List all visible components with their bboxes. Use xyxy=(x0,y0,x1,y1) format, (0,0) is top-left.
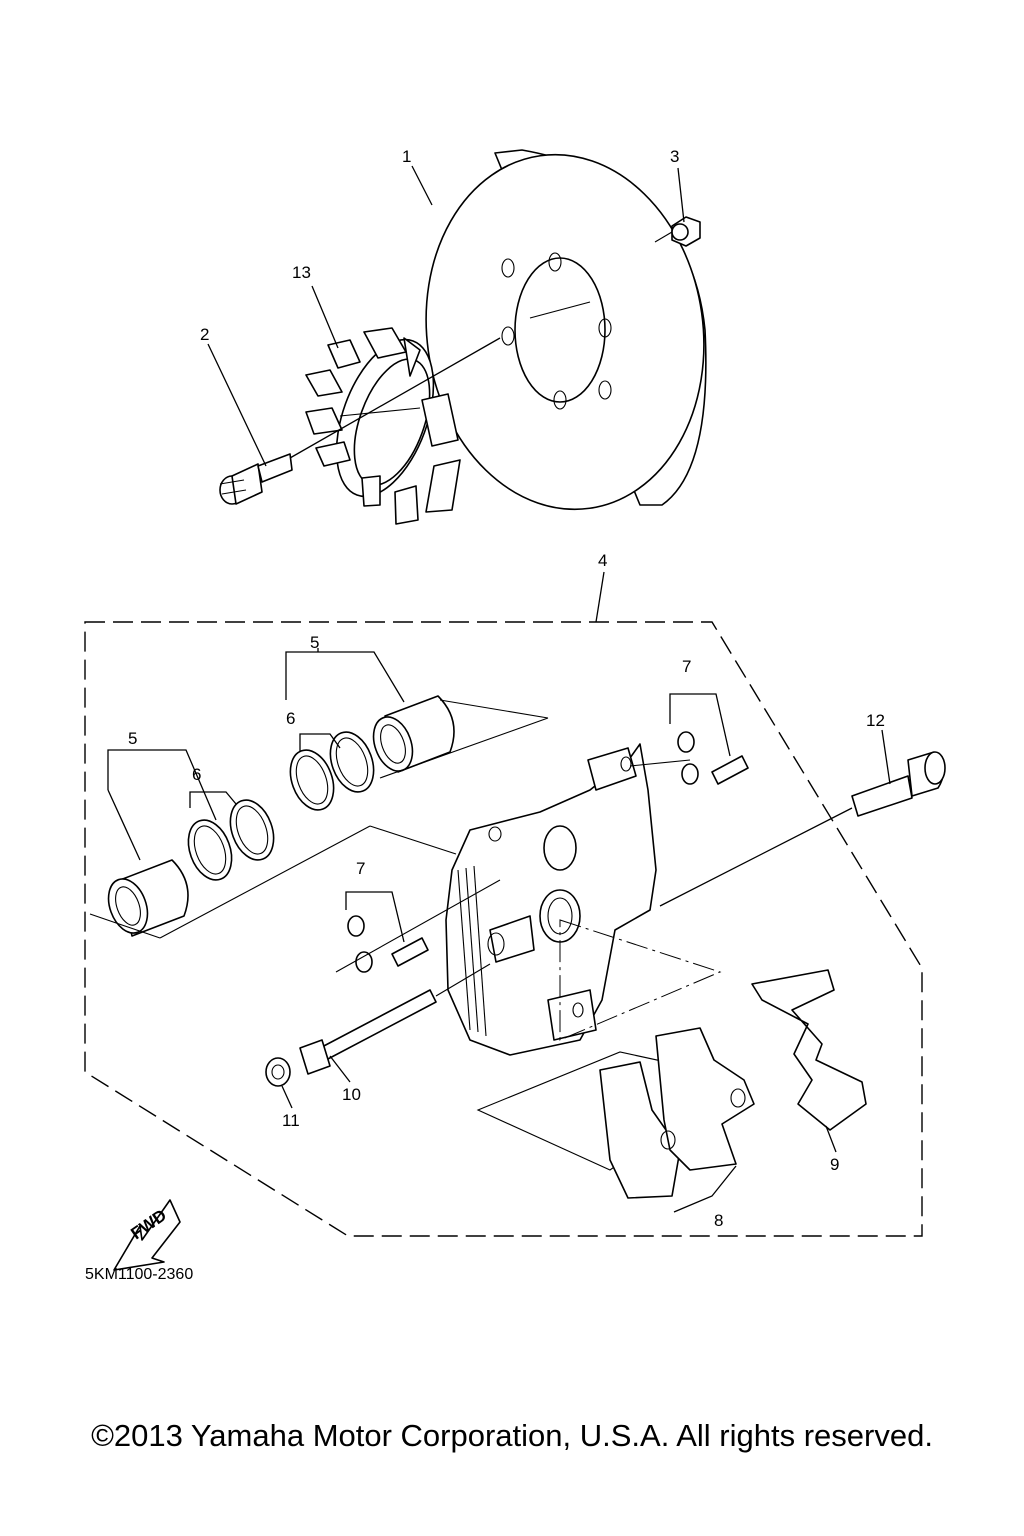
catalog-code: 5KM1100-2360 xyxy=(85,1266,194,1283)
callout-5-upper: 5 xyxy=(310,633,319,652)
disc-guard xyxy=(305,327,461,525)
callout-3: 3 xyxy=(670,147,679,166)
callout-4: 4 xyxy=(598,551,607,570)
disc-bolt xyxy=(219,453,293,505)
callout-6-upper: 6 xyxy=(286,709,295,728)
brake-pads xyxy=(599,1027,755,1199)
callout-11: 11 xyxy=(282,1111,300,1130)
fwd-arrow: FWD xyxy=(113,1199,181,1271)
piston-set-lower xyxy=(89,799,457,939)
callout-1: 1 xyxy=(402,147,411,166)
bleed-screw-upper xyxy=(629,731,749,785)
copyright-notice: ©2013 Yamaha Motor Corporation, U.S.A. A… xyxy=(91,1418,933,1453)
callout-5-lower: 5 xyxy=(128,729,137,748)
callout-7-lower: 7 xyxy=(356,859,365,878)
callout-7-upper: 7 xyxy=(682,657,691,676)
callout-8: 8 xyxy=(714,1211,723,1230)
callout-2: 2 xyxy=(200,325,209,344)
callout-13: 13 xyxy=(292,263,311,282)
callout-6-lower: 6 xyxy=(192,765,201,784)
caliper-assembly-boundary xyxy=(84,621,923,1237)
callout-12: 12 xyxy=(866,711,885,730)
pad-pin xyxy=(299,963,491,1075)
caliper-body xyxy=(445,743,657,1056)
disc-nut xyxy=(654,216,701,247)
caliper-bolt xyxy=(659,751,946,907)
pin-plug xyxy=(265,1057,291,1087)
brake-disc xyxy=(425,149,707,511)
callout-9: 9 xyxy=(830,1155,839,1174)
leader-lines xyxy=(107,165,891,1213)
pad-spring xyxy=(751,969,867,1131)
bleed-screw-lower xyxy=(335,879,501,973)
callout-10: 10 xyxy=(342,1085,361,1104)
piston-set-upper xyxy=(289,695,549,811)
